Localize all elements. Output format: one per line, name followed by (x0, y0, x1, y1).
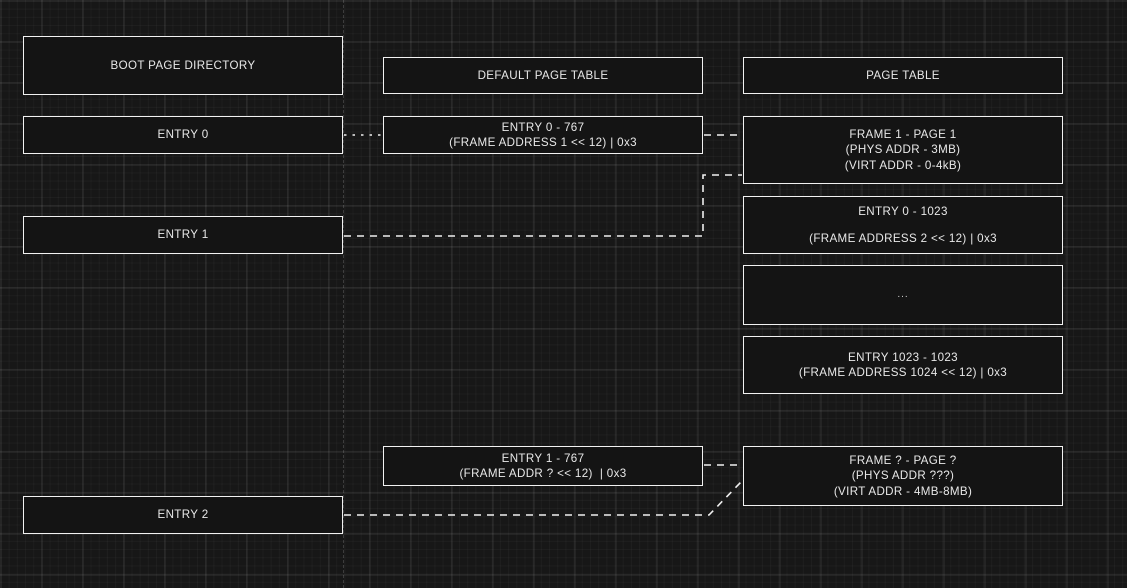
page-table-ellipsis[interactable]: ... (743, 265, 1063, 325)
boot-page-directory-header[interactable]: BOOT PAGE DIRECTORY (23, 36, 343, 95)
node-text-line: (FRAME ADDRESS 1024 << 12) | 0x3 (798, 366, 1008, 379)
node-text-line: ENTRY 1 (157, 228, 209, 242)
page-table-entry-1023-1023[interactable]: ENTRY 1023 - 1023 (FRAME ADDRESS 1024 << … (743, 336, 1063, 394)
node-text-line: (FRAME ADDRESS 1 << 12) | 0x3 (449, 136, 637, 149)
node-text-line: ENTRY 0 (157, 128, 209, 142)
node-text-line: ENTRY 1 - 767 (501, 451, 585, 465)
page-directory-entry-1[interactable]: ENTRY 1 (23, 216, 343, 254)
node-text-line: FRAME 1 - PAGE 1 (849, 128, 957, 142)
page-table-header[interactable]: PAGE TABLE (743, 57, 1063, 94)
page-table-entry-0-1023[interactable]: ENTRY 0 - 1023 (FRAME ADDRESS 2 << 12) | … (743, 196, 1063, 254)
page-table-frame-unknown[interactable]: FRAME ? - PAGE ?(PHYS ADDR ???)(VIRT ADD… (743, 446, 1063, 506)
node-text-line: (PHYS ADDR ???) (851, 469, 955, 483)
node-text-line: (FRAME ADDR ? << 12) | 0x3 (459, 467, 627, 480)
node-text-line: ... (897, 289, 909, 301)
node-text-line: ENTRY 2 (157, 508, 209, 522)
node-text-line: ENTRY 0 - 1023 (858, 205, 948, 219)
node-text-line: (PHYS ADDR - 3MB) (845, 143, 961, 157)
page-table-frame-1-page-1[interactable]: FRAME 1 - PAGE 1(PHYS ADDR - 3MB)(VIRT A… (743, 116, 1063, 184)
page-directory-entry-0[interactable]: ENTRY 0 (23, 116, 343, 154)
vertical-page-guide (343, 0, 344, 588)
node-text-line: ENTRY 1023 - 1023 (848, 350, 958, 364)
node-text-line: (VIRT ADDR - 4MB-8MB) (833, 484, 973, 498)
default-page-table-entry-1-767[interactable]: ENTRY 1 - 767 (FRAME ADDR ? << 12) | 0x3 (383, 446, 703, 486)
node-text-line: PAGE TABLE (866, 68, 940, 82)
default-page-table-header[interactable]: DEFAULT PAGE TABLE (383, 57, 703, 94)
node-text-line: FRAME ? - PAGE ? (849, 454, 957, 468)
connector-entry2-to-frame-unknown (344, 480, 743, 516)
node-text-line: DEFAULT PAGE TABLE (477, 68, 609, 82)
default-page-table-entry-0-767[interactable]: ENTRY 0 - 767 (FRAME ADDRESS 1 << 12) | 0… (383, 116, 703, 154)
page-directory-entry-2[interactable]: ENTRY 2 (23, 496, 343, 534)
node-text-line: (VIRT ADDR - 0-4kB) (844, 158, 962, 172)
node-text-line: BOOT PAGE DIRECTORY (110, 58, 256, 72)
node-text-line: (FRAME ADDRESS 2 << 12) | 0x3 (809, 231, 997, 245)
connector-entry1-to-frame1 (344, 174, 742, 237)
node-text-line: ENTRY 0 - 767 (501, 120, 585, 134)
